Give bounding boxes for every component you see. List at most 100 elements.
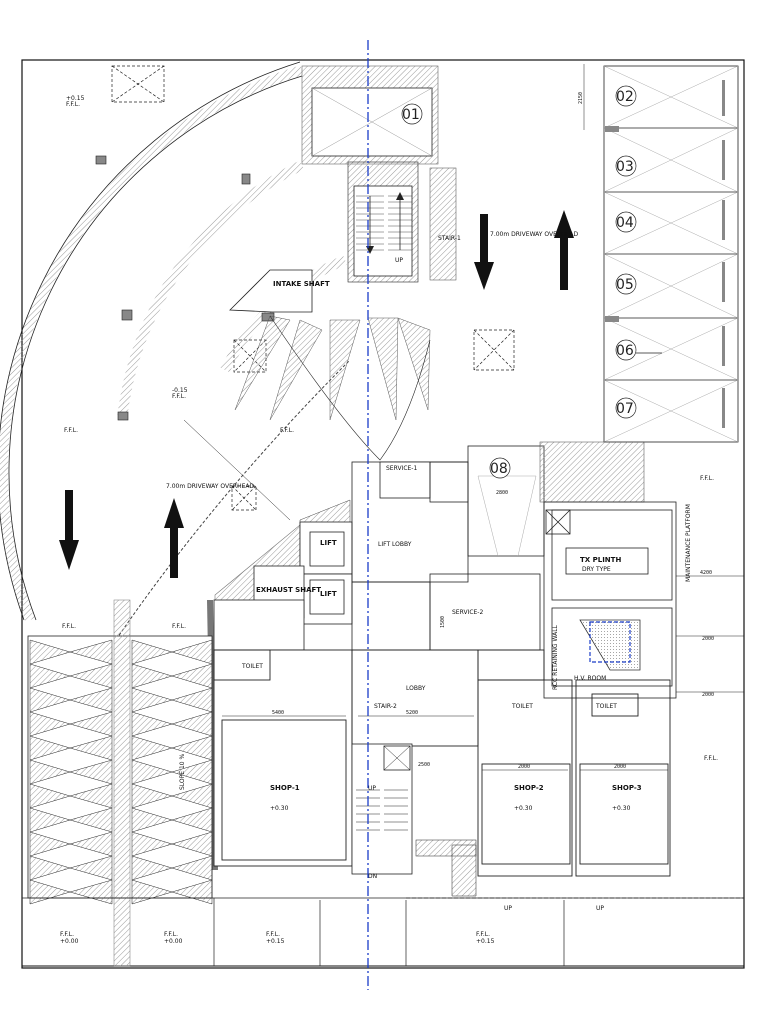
ramp-hatch-triangle — [131, 783, 173, 809]
up-label-shop-3: UP — [596, 905, 604, 912]
rcc-wall-label: RCC RETAINING WALL — [552, 624, 559, 690]
dim-right-1: 2000 — [702, 636, 714, 642]
ffl-level-3: +0.15 — [266, 938, 285, 945]
ramp-hatch-triangle — [171, 687, 213, 713]
ramp-hatch-triangle — [171, 735, 213, 761]
bay-label-07: 07 — [616, 401, 634, 417]
ffl-marker-5: F.F.L. — [62, 623, 76, 630]
shop-3-label: SHOP-3 — [612, 784, 642, 792]
ramp-hatch-triangle — [131, 639, 173, 665]
toilet-1-label: TOILET — [241, 663, 263, 670]
dim-service: 1500 — [440, 616, 446, 628]
ffl-level-7: +0.30 — [270, 805, 289, 812]
shop-2-label: SHOP-2 — [514, 784, 544, 792]
dim-platform: 4200 — [700, 570, 712, 576]
maintenance-platform-label: MAINTENANCE PLATFORM — [685, 504, 692, 582]
site-boundary — [21, 59, 745, 969]
ffl-marker-4: F.F.L. — [280, 427, 294, 434]
dim-top-right: 2150 — [578, 92, 584, 104]
driveway-label-1: 7.00m DRIVEWAY OVERHEAD — [490, 231, 578, 238]
electrical-block — [543, 501, 677, 699]
ramp-hatch-triangle — [29, 639, 71, 665]
ffl-marker-7: F.F.L. — [700, 475, 714, 482]
ramp-hatch-triangle — [171, 759, 213, 785]
lift-lobby-label: LIFT LOBBY — [378, 541, 412, 548]
ramp-hatch-triangle — [29, 855, 71, 881]
stair-2-dn-label: DN — [368, 873, 377, 880]
stair-2-label: STAIR-2 — [374, 703, 397, 710]
ramp-hatch-triangle — [29, 831, 71, 857]
shops — [213, 649, 671, 877]
tx-plinth-label: TX PLINTH — [580, 556, 621, 564]
toilet-3-label: TOILET — [595, 703, 617, 710]
ffl-level-4: +0.15 — [476, 938, 495, 945]
ffl-marker-2: F.F.L. — [64, 427, 78, 434]
bay-label-05: 05 — [616, 277, 634, 293]
bay-label-03: 03 — [616, 159, 634, 175]
ramp-hatch-triangle — [69, 759, 113, 785]
entry-steps — [415, 839, 477, 897]
dry-type-label: DRY TYPE — [582, 566, 611, 573]
ffl-marker-11: F.F.L. — [266, 931, 280, 938]
slope-label: SLOPE 10 % — [179, 753, 186, 790]
parking-bay-08: 08 — [467, 445, 545, 557]
bay-label-02: 02 — [616, 89, 634, 105]
up-label-shop-2: UP — [504, 905, 512, 912]
ramp-hatch-triangle — [171, 711, 213, 737]
ramp-hatch-triangle — [69, 807, 113, 833]
ramp-hatch-triangle — [131, 759, 173, 785]
lift-label-1: LIFT — [320, 539, 337, 547]
hv-room-label: H.V. ROOM — [574, 675, 606, 682]
intake-shaft: INTAKE SHAFT — [229, 269, 330, 313]
ventilation-fan — [234, 315, 431, 421]
ramp-hatch-triangle — [171, 855, 213, 881]
ramp-hatch-triangle — [29, 783, 71, 809]
columns — [95, 155, 275, 421]
ramp-hatch-triangle — [131, 711, 173, 737]
stair-1-label: STAIR-1 — [438, 235, 461, 242]
ramp-hatch-triangle — [29, 663, 71, 689]
driveway-arcs — [0, 61, 351, 781]
ramp-hatch-triangle — [69, 639, 113, 665]
ramp-hatch-triangle — [69, 663, 113, 689]
ffl-level-2: +0.00 — [164, 938, 183, 945]
lobby-label: LOBBY — [406, 685, 426, 692]
bottom-zone — [22, 897, 744, 966]
level-markers: F.F.L. F.F.L. F.F.L. F.F.L. F.F.L. F.F.L… — [60, 95, 718, 945]
parking-bay-01: 01 — [301, 65, 439, 165]
ramp-hatch-triangle — [29, 735, 71, 761]
dim-right-2: 2000 — [702, 692, 714, 698]
parking-bays-right — [603, 65, 739, 443]
toilet-2-label: TOILET — [511, 703, 533, 710]
stair-up-label: UP — [395, 257, 403, 264]
staircase-top: UP — [347, 161, 419, 283]
ramp-hatch-triangle — [171, 639, 213, 665]
dim-bay-8: 2800 — [496, 490, 508, 496]
ramp-hatch-triangle — [171, 783, 213, 809]
ramp-hatch-triangle — [131, 663, 173, 689]
ramp-hatch-triangle — [171, 663, 213, 689]
intake-shaft-label: INTAKE SHAFT — [273, 280, 330, 288]
ffl-marker-6: F.F.L. — [172, 623, 186, 630]
ffl-level-1: +0.00 — [60, 938, 79, 945]
ramp-hatch-triangle — [29, 711, 71, 737]
dim-stair-width: 2500 — [418, 762, 430, 768]
ramp-hatch-triangle — [69, 855, 113, 881]
exhaust-shaft-label: EXHAUST SHAFT — [256, 586, 321, 594]
ramp-hatch-triangle — [131, 735, 173, 761]
ramp-hatch-triangle — [171, 831, 213, 857]
ffl-level-9: +0.30 — [612, 805, 631, 812]
ffl-marker-3: F.F.L. — [172, 393, 186, 400]
ramp-hatch-triangle — [131, 687, 173, 713]
ramp-hatch-triangle — [131, 807, 173, 833]
bay-label-06: 06 — [616, 343, 634, 359]
ffl-marker-8: F.F.L. — [704, 755, 718, 762]
dim-shop-2-width: 2000 — [518, 764, 530, 770]
ramp-hatch-triangle — [69, 711, 113, 737]
ffl-marker-12: F.F.L. — [476, 931, 490, 938]
ramp-hatch-triangle — [171, 807, 213, 833]
dim-shop-3-width: 2000 — [614, 764, 626, 770]
service-1-label: SERVICE-1 — [386, 465, 417, 472]
driveway-arrows — [59, 210, 574, 578]
